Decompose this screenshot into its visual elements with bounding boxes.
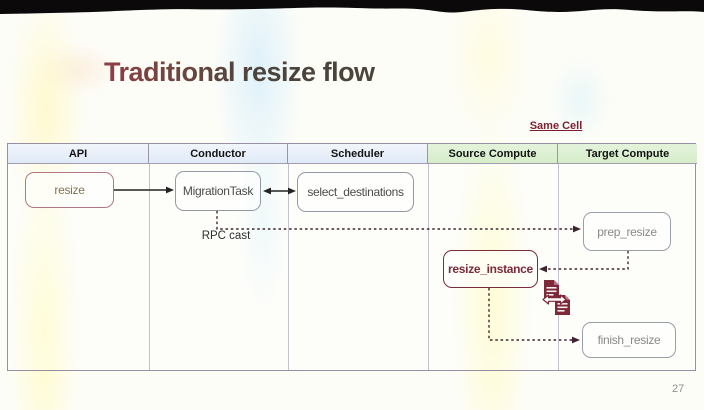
file-transfer-icon [542, 280, 570, 315]
node-resize: resize [25, 172, 114, 208]
lane-divider [558, 164, 559, 370]
lane-divider [428, 164, 429, 370]
lane-header-api: API [8, 144, 149, 164]
lane-divider [149, 164, 150, 370]
rpc-cast-label: RPC cast [201, 230, 251, 242]
lane-header-conductor: Conductor [149, 144, 288, 164]
node-resize-instance: resize_instance [443, 250, 538, 288]
same-cell-annotation: Same Cell [529, 120, 583, 132]
top-photo-edge [0, 0, 704, 14]
node-prep-resize: prep_resize [583, 212, 671, 251]
lane-divider [288, 164, 289, 370]
page-number: 27 [672, 383, 685, 395]
node-finish-resize: finish_resize [582, 322, 676, 358]
slide-title: Traditional resize flow [104, 57, 375, 87]
lane-header-target-compute: Target Compute [558, 144, 697, 164]
node-migration-task: MigrationTask [175, 171, 261, 211]
lane-header-source-compute: Source Compute [428, 144, 558, 164]
node-select-destinations: select_destinations [297, 172, 414, 212]
lane-header-scheduler: Scheduler [288, 144, 428, 164]
